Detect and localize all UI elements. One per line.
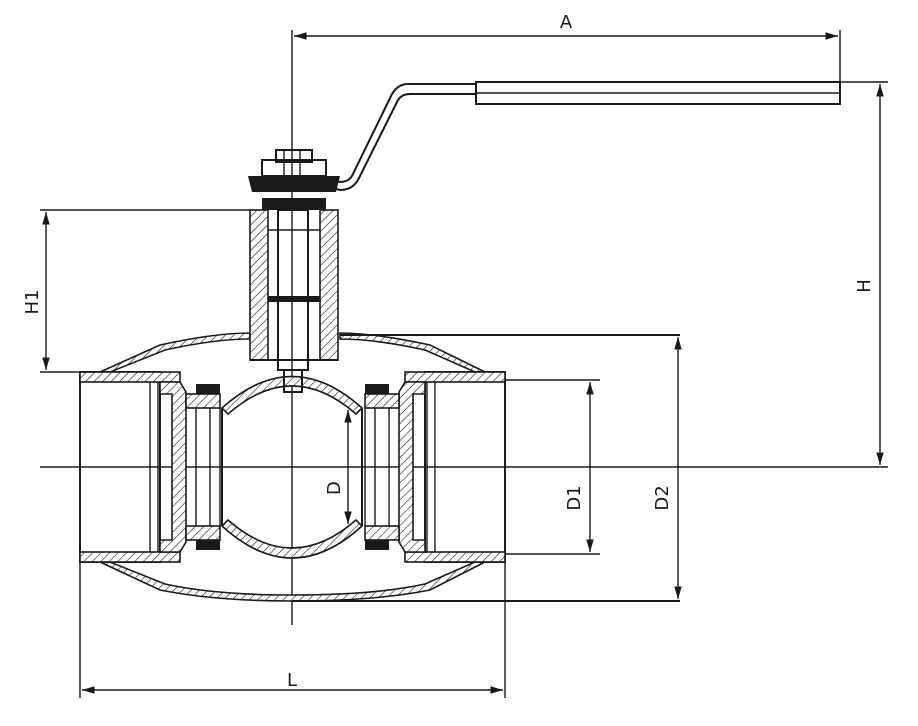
handle-lever — [325, 81, 841, 192]
stem-neck — [248, 149, 340, 371]
dim-label-h1: H1 — [22, 290, 43, 315]
dim-label-h: H — [854, 279, 875, 293]
center-lines — [40, 30, 888, 625]
valve-body — [79, 332, 680, 602]
dim-label-a: A — [560, 12, 573, 33]
dim-label-l: L — [287, 670, 297, 691]
dimension-lines — [42, 32, 884, 694]
dim-label-d1: D1 — [564, 485, 585, 510]
extension-lines — [40, 30, 888, 698]
dim-label-d2: D2 — [652, 485, 673, 510]
dim-label-d: D — [324, 481, 345, 495]
